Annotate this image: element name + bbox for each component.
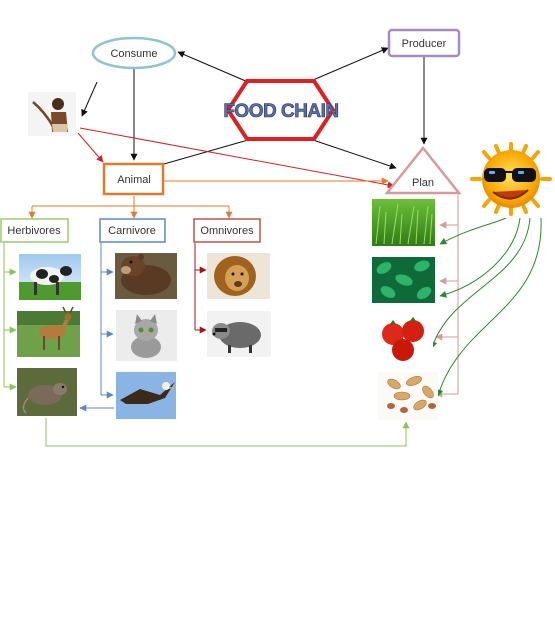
grass-picture [372,199,435,246]
peanuts-picture [378,372,438,420]
carnivore-label: Carnivore [108,225,156,237]
orange-connectors [28,177,389,219]
black-connectors [81,47,428,174]
title-node: FOOD CHAIN [223,79,339,141]
bear-picture [115,253,177,299]
arrow-sun-to-peanuts [436,217,542,397]
arrow-title-to-plan [312,139,397,170]
food-chain-title: FOOD CHAIN [223,101,338,122]
red-connectors [77,127,395,189]
arrow-title-to-consume [177,51,249,83]
plan-node: Plan [384,145,462,195]
sun-picture [468,142,553,218]
omnivores-node: Omnivores [193,218,261,243]
producer-node: Producer [387,28,461,58]
herbivores-node: Herbivores [0,218,69,243]
deer-picture [17,306,80,357]
human-picture [28,92,76,136]
arrow-sun-to-tomatoes [430,217,531,349]
arrow-human-to-animal [77,132,104,163]
arrow-consume-to-human [81,81,98,117]
herbivores-label: Herbivores [7,225,61,237]
rat-picture [17,368,77,416]
animal-label: Animal [117,174,151,186]
arrow-title-to-producer [312,47,389,81]
tomatoes-picture [378,314,433,364]
eagle-picture [116,372,176,419]
herbivore-connectors [3,243,410,447]
producer-label: Producer [402,38,447,50]
omnivores-label: Omnivores [200,225,254,237]
sun-energy-connectors [430,217,542,397]
lion-picture [207,253,270,299]
animal-node: Animal [102,162,165,196]
omnivore-connectors [194,243,207,334]
arrow-sun-to-leaves [439,217,521,298]
carnivore-node: Carnivore [99,218,166,243]
raccoon-picture [207,311,271,357]
arrow-rat-to-peanuts [45,418,410,447]
plant-connectors [435,194,459,398]
plan-label: Plan [412,177,434,189]
leaves-picture [372,257,435,303]
arrow-sun-to-grass [439,217,507,245]
cat-picture [116,310,177,361]
consume-label: Consume [110,48,157,60]
arrow-human-to-plan [79,127,395,189]
consume-node: Consume [91,36,177,70]
cow-picture [19,254,81,300]
carnivore-connectors [79,243,114,412]
